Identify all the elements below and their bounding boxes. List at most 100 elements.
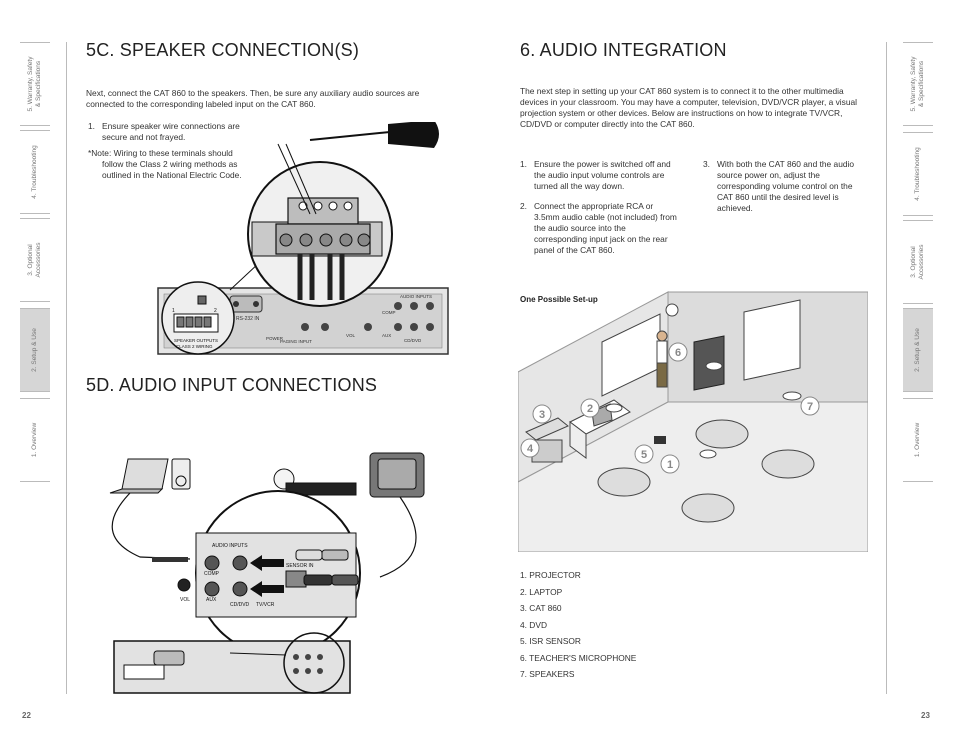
aux-label: AUX (382, 333, 391, 338)
desk-side (569, 421, 587, 459)
legend-item-teacher-microphone: 6. TEACHER'S MICROPHONE (520, 652, 637, 663)
integration-steps-col1: 1.Ensure the power is switched off and t… (520, 159, 680, 265)
teacher-legs-icon (656, 362, 668, 388)
jack-icon (364, 323, 372, 331)
jack-icon (410, 302, 418, 310)
vol-label: VOL (346, 333, 356, 338)
rca-plug-black-icon (331, 574, 359, 586)
switch-icon (197, 295, 207, 305)
screwdriver-pointer (277, 143, 311, 215)
callout-5: 5 (641, 449, 647, 461)
page-number-right: 23 (921, 711, 930, 720)
tv-screen-icon (377, 458, 417, 490)
screwdriver-shaft (309, 131, 391, 141)
clock-icon (665, 303, 679, 317)
screwdriver-pointer (285, 143, 317, 215)
rs232-label: RS-232 IN (236, 316, 260, 322)
legend-list: 1. PROJECTOR 2. LAPTOP 3. CAT 860 4. DVD… (520, 567, 636, 683)
jack-icon (321, 323, 329, 331)
section-6-title: 6. AUDIO INTEGRATION (520, 40, 727, 60)
class2-label: CLASS 2 WIRING (176, 344, 213, 349)
sensor-port (285, 570, 307, 588)
arrow-icon (250, 581, 284, 597)
legend-item-cat860: 3. CAT 860 (520, 603, 562, 613)
rca-plug-white-icon (321, 549, 349, 561)
legend-item-laptop: 2. LAPTOP (520, 586, 563, 597)
closeup-aux-label: AUX (206, 597, 217, 603)
classroom-setup-illustration: 1 2 3 4 5 6 7 (518, 291, 868, 552)
section-5c-intro: Next, connect the CAT 860 to the speaker… (86, 88, 420, 109)
section-5c-title: 5C. SPEAKER CONNECTION(S) (86, 40, 360, 60)
click-wheel-icon (175, 475, 187, 487)
screwdriver-handle-icon (388, 122, 439, 148)
terminal-number-2: 2 (214, 308, 217, 314)
right-margin-rule (886, 42, 887, 694)
tab-optional-accessories-right[interactable]: 3. Optional Accessories (903, 220, 933, 304)
screw-icon (233, 301, 239, 307)
left-margin-rule (66, 42, 67, 694)
tab-overview[interactable]: 1. Overview (20, 398, 50, 482)
callout-circle (800, 396, 820, 416)
tab-overview-right[interactable]: 1. Overview (903, 398, 933, 482)
callout-circle (668, 342, 688, 362)
speaker-icon (605, 403, 623, 413)
jack-icon (301, 323, 309, 331)
tab-troubleshooting[interactable]: 4. Troubleshooting (20, 130, 50, 214)
callout-circle (580, 398, 600, 418)
terminal-screws (176, 316, 212, 328)
callout-circle (520, 438, 540, 458)
cd-dvd-label: CD/DVD (404, 338, 422, 343)
jack-icon (410, 323, 418, 331)
setup-label: One Possible Set-up (520, 295, 598, 304)
tab-warranty-right[interactable]: 5. Warranty, Safety & Specifications (903, 42, 933, 126)
tab-setup-use-right[interactable]: 2. Setup & Use (903, 308, 933, 392)
wire-hole-icon (328, 201, 338, 211)
page-number-left: 22 (22, 711, 31, 720)
speaker-icon (699, 449, 717, 459)
speaker-icon (705, 361, 723, 371)
laptop-base-icon (109, 488, 164, 494)
callout-numbers: 1 2 3 4 5 6 7 (520, 342, 820, 474)
mini-plug-icon (152, 557, 188, 562)
arrow-icon (250, 555, 284, 571)
terminal-number-1: 1 (172, 308, 175, 314)
jack-icon (426, 302, 434, 310)
jack-icon (394, 302, 402, 310)
tv-rca-cable (379, 496, 417, 578)
zoom-connector (229, 652, 287, 656)
closeup-comp-label: COMP (204, 571, 220, 577)
tab-optional-accessories[interactable]: 3. Optional Accessories (20, 218, 50, 302)
callout-1: 1 (667, 459, 673, 471)
closeup-vol-label: VOL (180, 597, 190, 603)
speaker-step-1: 1. Ensure speaker wire connections are s… (88, 121, 240, 142)
teacher-body-icon (656, 340, 668, 364)
audio-input-diagram: AUDIO INPUTS COMP AUX VOL CD/DVD TV/VCR … (109, 452, 425, 694)
wiring-note: *Note: Wiring to these terminals should … (88, 148, 242, 180)
power-label: POWER (266, 336, 284, 341)
speaker-connection-diagram: RS-232 IN AUDIO INPUTS COMP PAGING INPUT… (157, 122, 449, 355)
callout-circle (634, 444, 654, 464)
projection-screen-icon (743, 299, 801, 381)
speaker-wires (297, 254, 345, 300)
callout-circle (660, 454, 680, 474)
tab-warranty[interactable]: 5. Warranty, Safety & Specifications (20, 42, 50, 126)
callout-7: 7 (807, 401, 813, 413)
laptop-screen-icon (121, 458, 169, 490)
media-player-icon (171, 458, 191, 490)
closeup-cd-dvd-label: CD/DVD (230, 602, 250, 608)
tab-troubleshooting-right[interactable]: 4. Troubleshooting (903, 132, 933, 216)
dvd-player-icon (285, 482, 357, 496)
callout-circle (532, 404, 552, 424)
jack-icon (426, 323, 434, 331)
tab-setup-use[interactable]: 2. Setup & Use (20, 308, 50, 392)
integration-steps-col2: 3.With both the CAT 860 and the audio so… (703, 159, 865, 223)
closeup-tv-vcr-label: TV/VCR (256, 602, 275, 608)
section-5d-title: 5D. AUDIO INPUT CONNECTIONS (86, 375, 378, 395)
isr-sensor-icon (654, 436, 666, 444)
legend-item-isr-sensor: 5. ISR SENSOR (520, 636, 581, 646)
student-table-icon (695, 419, 749, 449)
rca-plug-white-icon (295, 549, 323, 561)
legend-item-dvd: 4. DVD (520, 619, 547, 630)
student-table-icon (597, 467, 651, 497)
floor (518, 401, 868, 552)
